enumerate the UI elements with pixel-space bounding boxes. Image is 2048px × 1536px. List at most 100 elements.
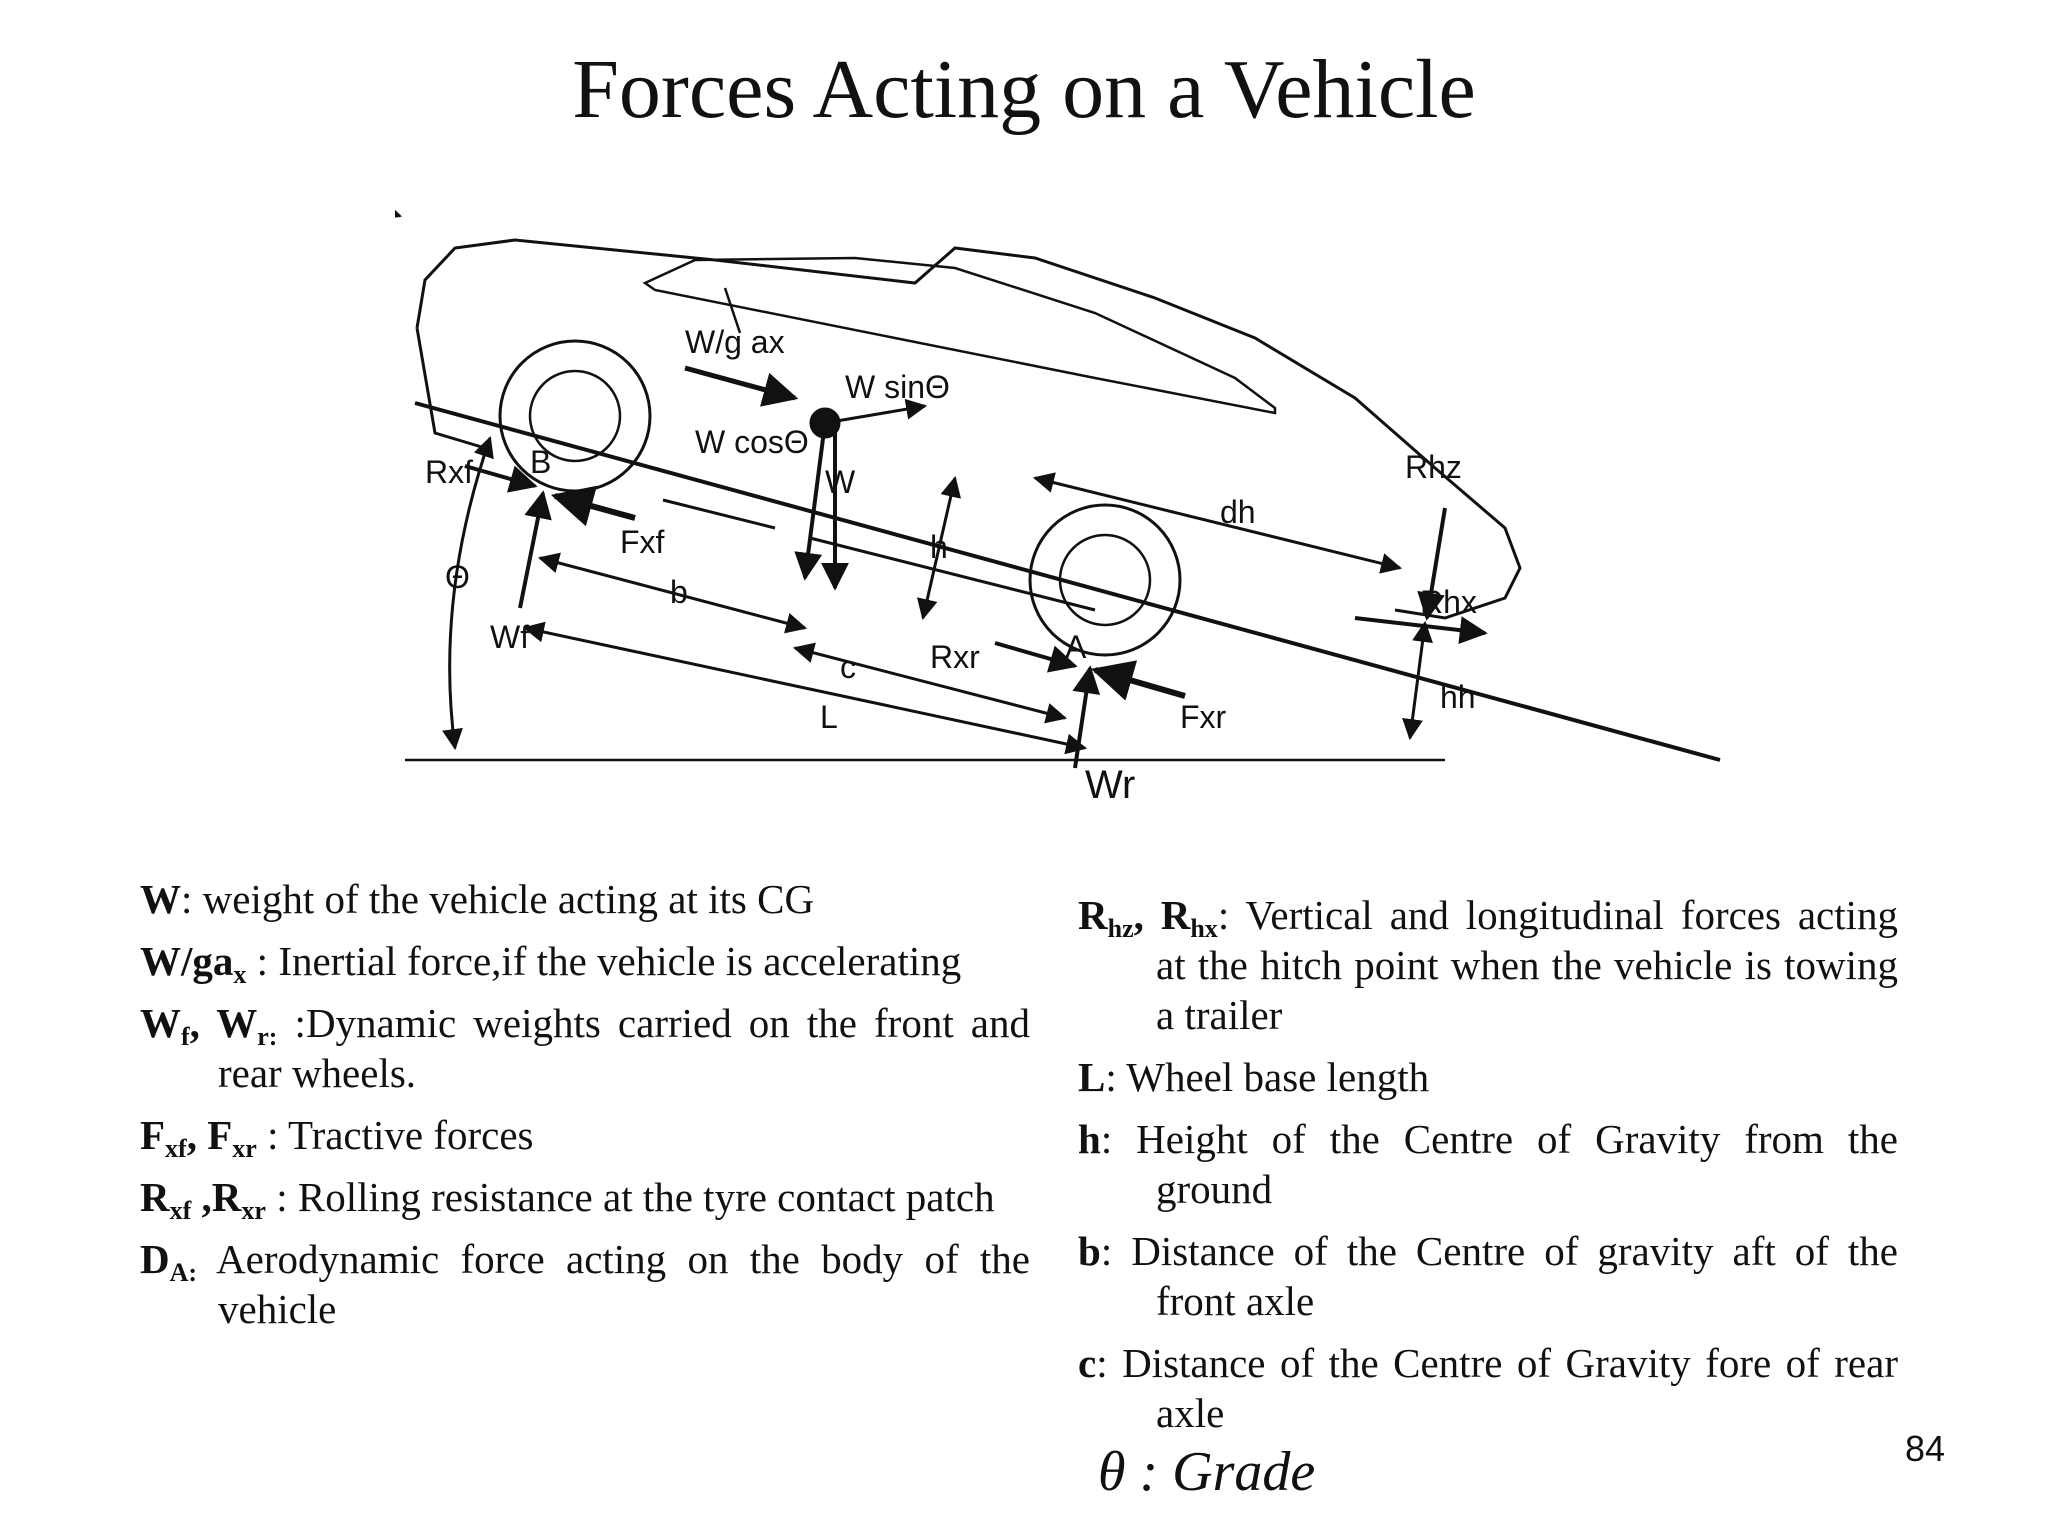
legend-text: weight of the vehicle acting at its CG bbox=[202, 876, 815, 922]
w-cos-arrow bbox=[794, 422, 827, 581]
wf-arrow bbox=[518, 490, 552, 609]
w-sin-arrow bbox=[824, 398, 928, 425]
legend-symbol: b bbox=[1078, 1228, 1101, 1274]
legend-subscript: hz bbox=[1107, 914, 1134, 943]
legend-item: Rhz, Rhx: Vertical and longitudinal forc… bbox=[1078, 890, 1898, 1040]
slide-title: Forces Acting on a Vehicle bbox=[572, 43, 1476, 136]
label-a-point: A bbox=[1065, 629, 1087, 665]
label-w: W bbox=[825, 464, 856, 500]
legend-subscript: xr bbox=[241, 1196, 266, 1225]
fxr-arrow bbox=[1090, 660, 1186, 701]
label-rhx: Rhx bbox=[1420, 584, 1477, 620]
rhx-arrow bbox=[1354, 616, 1488, 645]
legend-text: Distance of the Centre of Gravity fore o… bbox=[1122, 1340, 1898, 1436]
legend-separator: : bbox=[1217, 892, 1246, 938]
legend-separator: : bbox=[181, 876, 203, 922]
legend-symbol: , W bbox=[189, 1000, 258, 1046]
legend-symbol: F bbox=[140, 1112, 166, 1158]
label-rhz: Rhz bbox=[1405, 449, 1462, 485]
legend-item: Rxf ,Rxr : Rolling resistance at the tyr… bbox=[140, 1172, 1030, 1225]
door-line bbox=[723, 287, 742, 334]
legend-text: Distance of the Centre of gravity aft of… bbox=[1131, 1228, 1898, 1324]
legend-text: Wheel base length bbox=[1126, 1054, 1430, 1100]
legend-subscript: xf bbox=[165, 1134, 187, 1163]
legend-text: Height of the Centre of Gravity from the… bbox=[1136, 1116, 1898, 1212]
legend-symbol: h bbox=[1078, 1116, 1101, 1162]
label-b: b bbox=[670, 574, 688, 610]
legend-symbol: W/ga bbox=[140, 938, 234, 984]
front-wheel-hub bbox=[528, 369, 622, 463]
legend-symbol: ,R bbox=[191, 1174, 242, 1220]
legend-item: Wf, Wr: :Dynamic weights carried on the … bbox=[140, 998, 1030, 1098]
rear-wheel bbox=[1028, 503, 1182, 657]
front-wheel bbox=[498, 339, 652, 493]
label-wcos: W cosΘ bbox=[695, 424, 809, 460]
label-rxf: Rxf bbox=[425, 454, 473, 490]
legend-symbol: c bbox=[1078, 1340, 1097, 1386]
legend-text: Vertical and longitudinal forces acting … bbox=[1156, 892, 1899, 1038]
label-theta: Θ bbox=[445, 559, 470, 595]
grade-angle-arc bbox=[442, 436, 494, 751]
legend-symbol: , R bbox=[1133, 892, 1191, 938]
hh-dimension bbox=[1402, 620, 1433, 741]
legend-symbol: R bbox=[1078, 892, 1108, 938]
label-h: h bbox=[930, 529, 948, 565]
dh-dimension bbox=[1032, 472, 1403, 574]
legend-separator: : bbox=[256, 1112, 288, 1158]
label-b-point: B bbox=[530, 444, 551, 480]
legend-subscript: xr bbox=[232, 1134, 257, 1163]
legend-symbol: R bbox=[140, 1174, 170, 1220]
legend-right-column: Rhz, Rhx: Vertical and longitudinal forc… bbox=[1078, 890, 1898, 1450]
legend-item: c: Distance of the Centre of Gravity for… bbox=[1078, 1338, 1898, 1438]
grade-definition: θ : Grade bbox=[1098, 1441, 1316, 1503]
legend-subscript: r: bbox=[257, 1022, 278, 1051]
legend-symbol: , F bbox=[186, 1112, 233, 1158]
legend-separator: : bbox=[1100, 1228, 1132, 1274]
legend-item: W/gax : Inertial force,if the vehicle is… bbox=[140, 936, 1030, 989]
legend-separator: : bbox=[1105, 1054, 1127, 1100]
page-number: 84 bbox=[1905, 1428, 1946, 1469]
h-dimension bbox=[916, 475, 962, 621]
label-fxr: Fxr bbox=[1180, 699, 1227, 735]
wr-arrow bbox=[1072, 665, 1101, 769]
legend-item: b: Distance of the Centre of gravity aft… bbox=[1078, 1226, 1898, 1326]
legend-item: Fxf, Fxr : Tractive forces bbox=[140, 1110, 1030, 1163]
label-c: c bbox=[840, 649, 856, 685]
legend-item: DA: Aerodynamic force acting on the body… bbox=[140, 1234, 1030, 1334]
legend-text: Tractive forces bbox=[287, 1112, 534, 1158]
legend-separator: : bbox=[277, 1000, 306, 1046]
legend-subscript: A: bbox=[169, 1258, 198, 1287]
rear-wheel-hub bbox=[1058, 533, 1152, 627]
inertial-force-arrow bbox=[684, 365, 799, 407]
b-dimension bbox=[537, 552, 808, 634]
legend-text: Aerodynamic force acting on the body of … bbox=[216, 1236, 1030, 1332]
legend-subscript: hx bbox=[1190, 914, 1218, 943]
label-wsin: W sinΘ bbox=[845, 369, 950, 405]
legend-separator: : bbox=[265, 1174, 298, 1220]
rxr-arrow bbox=[994, 641, 1078, 673]
label-dh: dh bbox=[1220, 494, 1256, 530]
legend-separator: : bbox=[1100, 1116, 1137, 1162]
legend-symbol: W bbox=[140, 1000, 181, 1046]
label-wgax: W/g ax bbox=[685, 324, 785, 360]
legend-separator bbox=[197, 1236, 216, 1282]
legend-text: Dynamic weights carried on the front and… bbox=[218, 1000, 1030, 1096]
legend-separator: : bbox=[246, 938, 279, 984]
legend-subscript: x bbox=[233, 960, 247, 989]
legend-item: W: weight of the vehicle acting at its C… bbox=[140, 874, 1030, 924]
legend-symbol: W bbox=[140, 876, 181, 922]
fxf-arrow bbox=[550, 485, 636, 527]
vehicle-forces-diagram: DA ha Θ Rxf B Fxf Wf b W/g ax W sinΘ W c… bbox=[395, 200, 1721, 807]
car-body-outline bbox=[415, 238, 1522, 620]
label-fxf: Fxf bbox=[620, 524, 665, 560]
rxf-arrow bbox=[464, 464, 538, 493]
legend-item: L: Wheel base length bbox=[1078, 1052, 1898, 1102]
inclined-road-line bbox=[414, 401, 1721, 762]
car-window-outline bbox=[642, 256, 1277, 415]
label-wr: Wr bbox=[1085, 763, 1135, 807]
legend-left-column: W: weight of the vehicle acting at its C… bbox=[140, 874, 1030, 1346]
label-wf: Wf bbox=[490, 619, 529, 655]
legend-text: Inertial force,if the vehicle is acceler… bbox=[278, 938, 962, 984]
legend-subscript: f bbox=[181, 1022, 190, 1051]
legend-text: Rolling resistance at the tyre contact p… bbox=[297, 1174, 995, 1220]
